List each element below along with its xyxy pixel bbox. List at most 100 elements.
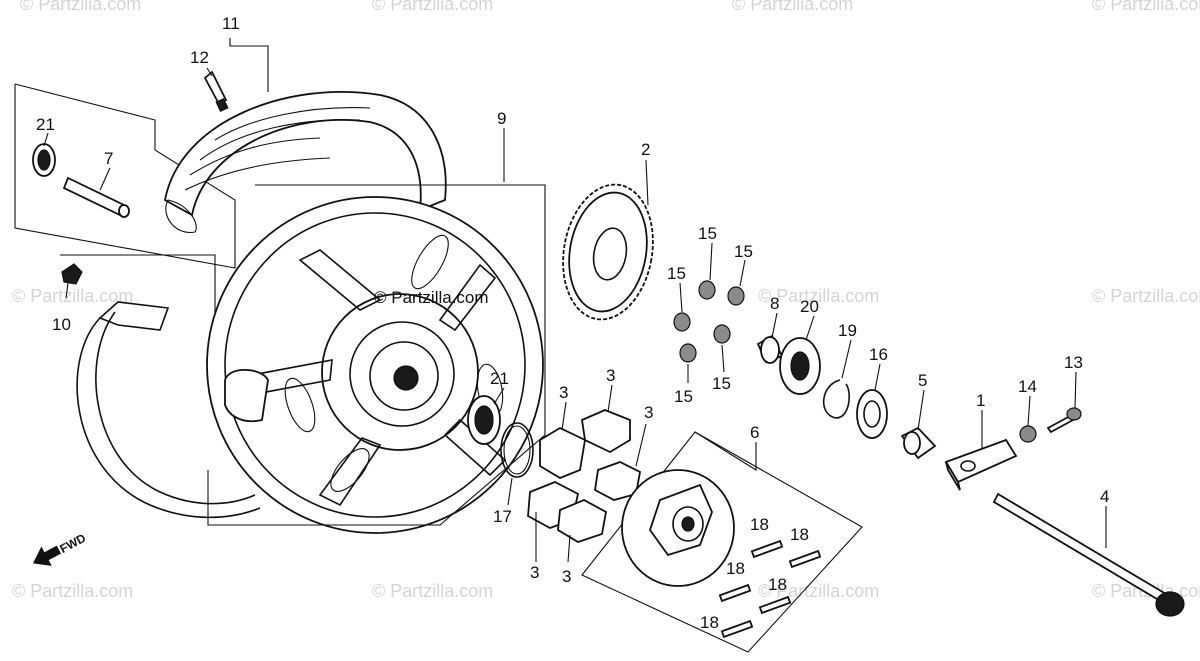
callout-numbers: 11 12 21 7 10 9 2 15 15 15 15 15 8 20 19…	[36, 14, 1109, 632]
leader-line	[607, 384, 613, 413]
callout-2: 2	[641, 140, 650, 159]
callout-1: 1	[976, 391, 985, 410]
spacer-end	[118, 204, 130, 218]
bearing-21-left	[32, 143, 56, 177]
bearing-21-right	[467, 395, 501, 445]
watermark-text: © Partzilla.com	[1092, 286, 1200, 306]
callout-3: 3	[644, 403, 653, 422]
leader-line	[1074, 371, 1077, 409]
fwd-label: FWD	[57, 531, 88, 556]
wheel-hub-face	[369, 341, 439, 411]
leader-line	[43, 132, 49, 147]
spacer-7	[62, 176, 130, 218]
wheel-9	[206, 196, 544, 534]
leader-line	[65, 282, 69, 299]
flange-hole	[681, 516, 695, 532]
circlip-ring	[822, 379, 850, 419]
damper-rubbers-3	[527, 409, 642, 543]
bearing-inner	[790, 351, 810, 381]
leader-lines	[43, 38, 1107, 563]
leader-line	[709, 242, 713, 281]
hub-bolt	[788, 549, 822, 569]
leader-line	[679, 282, 683, 313]
wheel-spoke	[443, 418, 507, 477]
tire-tread-line	[189, 137, 321, 176]
callout-3: 3	[562, 567, 571, 586]
rim-band-end	[98, 301, 170, 331]
leader-line	[567, 534, 571, 563]
callout-3: 3	[559, 383, 568, 402]
callout-15: 15	[667, 264, 686, 283]
bearing-20	[779, 337, 821, 395]
nut	[1019, 425, 1037, 443]
bearing-inner	[37, 149, 51, 171]
leader-line	[229, 38, 269, 92]
watermark-text: © Partzilla.com	[12, 286, 133, 306]
nut	[713, 324, 731, 344]
wheel-spoke	[438, 263, 497, 332]
callout-15: 15	[712, 374, 731, 393]
watermark-text: © Partzilla.com	[758, 581, 879, 601]
axle-head	[1155, 591, 1185, 617]
adjuster-hole	[960, 460, 976, 472]
watermark-text: © Partzilla.com	[758, 286, 879, 306]
clip-10	[61, 263, 83, 285]
callout-21: 21	[36, 115, 55, 134]
callout-16: 16	[869, 345, 888, 364]
callout-14: 14	[1018, 377, 1037, 396]
leader-line	[507, 477, 513, 506]
callout-18: 18	[750, 515, 769, 534]
adjuster-1	[944, 438, 1018, 491]
callout-21: 21	[490, 369, 509, 388]
adjuster-side	[945, 461, 961, 491]
nut	[679, 343, 697, 363]
callout-7: 7	[104, 149, 113, 168]
rim-band-inner	[95, 311, 256, 505]
leader-line	[635, 423, 647, 467]
leader-line	[805, 315, 815, 341]
center-watermark: © Partzilla.com	[374, 288, 489, 307]
adjuster-body	[944, 438, 1018, 484]
circlip-19	[822, 379, 850, 419]
hub-bolt	[720, 619, 754, 639]
sprocket-2	[562, 183, 654, 321]
callout-13: 13	[1064, 353, 1083, 372]
axle-shaft	[992, 492, 1168, 604]
watermark-text: © Partzilla.com	[372, 0, 493, 14]
ring-outer	[500, 422, 534, 478]
nut	[727, 286, 745, 306]
tire-tread-line	[214, 107, 371, 141]
valve-12	[203, 70, 229, 113]
callout-3: 3	[530, 563, 539, 582]
damper-rubber	[539, 426, 586, 480]
tire-tread-line	[199, 119, 361, 161]
ring-17	[500, 422, 534, 478]
left-panel	[14, 83, 236, 322]
valve-cap	[215, 97, 229, 113]
flange-center	[672, 506, 704, 542]
callout-18: 18	[790, 525, 809, 544]
wheel-cutout	[411, 234, 449, 290]
seal-16	[856, 389, 888, 439]
wheel-hub-mid	[349, 321, 455, 427]
watermark-text: © Partzilla.com	[1092, 0, 1200, 14]
wheel-rim-inner	[224, 212, 526, 518]
seal-inner	[863, 400, 881, 428]
collar-face	[903, 431, 921, 455]
seal-outer	[856, 389, 888, 439]
left-panel-outline	[14, 83, 236, 269]
hub-bolt	[750, 539, 784, 559]
watermark-text: © Partzilla.com	[12, 581, 133, 601]
wheel-rim-section	[224, 368, 269, 423]
clip-body	[61, 263, 83, 285]
hub-flange-6	[621, 469, 735, 587]
leader-line	[874, 363, 881, 391]
leader-line	[206, 67, 213, 77]
callout-15: 15	[698, 224, 717, 243]
callout-3: 3	[606, 366, 615, 385]
bolt-13	[1046, 407, 1082, 434]
rim-band-outer	[76, 317, 261, 519]
leader-line	[1027, 395, 1031, 427]
callout-10: 10	[52, 315, 71, 334]
